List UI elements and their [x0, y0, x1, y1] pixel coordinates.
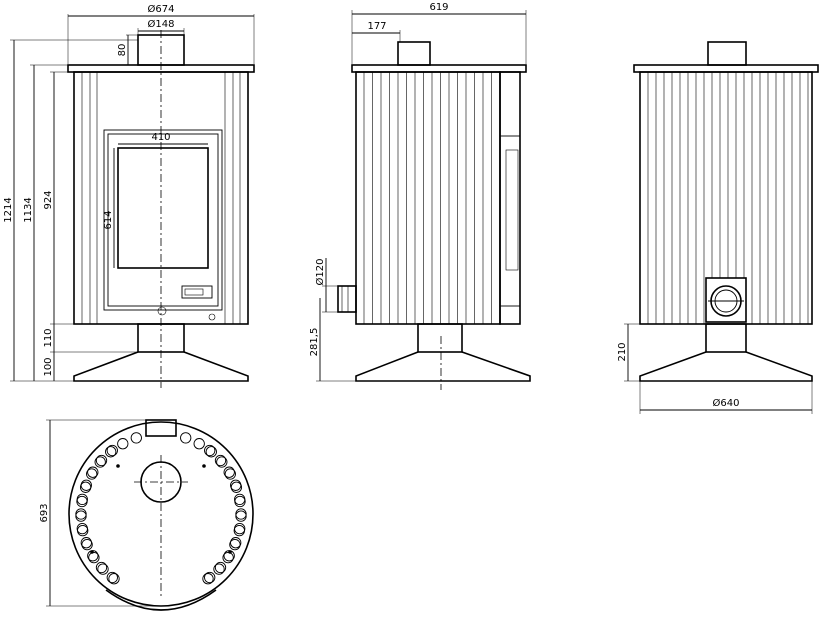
- dim-body-height: 1134: [23, 197, 34, 222]
- dim-side-depth: 619: [429, 2, 448, 13]
- front-glass-window: [117, 147, 209, 269]
- dim-total-height: 1214: [3, 197, 14, 222]
- dim-base-top: 110: [43, 328, 54, 347]
- front-view: Ø674 Ø148 80 410 614 1214 1134 924 110: [3, 3, 255, 388]
- front-pedestal-base: [73, 351, 249, 382]
- dim-flue-offset: 177: [367, 21, 386, 32]
- side-pedestal-base: [355, 351, 531, 382]
- plan-base-arc: [105, 589, 217, 611]
- dim-back-base-height: 210: [617, 342, 628, 361]
- plan-view: 693: [39, 419, 254, 611]
- front-logo-icon: [157, 306, 167, 316]
- side-door-profile: [499, 71, 521, 325]
- dim-top-width: Ø674: [148, 3, 175, 15]
- front-door-inner: [107, 133, 219, 307]
- dim-flue-height: 80: [117, 44, 128, 57]
- side-view: 619 177 Ø120 281,5: [309, 2, 531, 390]
- side-rear-outlet: [337, 285, 357, 313]
- side-flue: [397, 41, 431, 66]
- dim-window-height: 614: [103, 210, 114, 229]
- dim-base-bottom: 100: [43, 357, 54, 376]
- dim-plan-depth: 693: [39, 503, 50, 522]
- side-ribs: [363, 72, 492, 324]
- back-top-plate: [633, 64, 819, 73]
- back-ribs: [647, 72, 809, 324]
- front-knob-icon: [208, 313, 216, 321]
- front-side-ribs: [81, 72, 241, 324]
- dim-back-base-diameter: Ø640: [713, 397, 740, 409]
- dim-flue-diameter: Ø148: [148, 18, 175, 30]
- dim-rear-outlet-height: 281,5: [309, 328, 320, 357]
- plan-outlet-tab: [145, 419, 177, 437]
- back-pedestal-base: [639, 351, 813, 382]
- back-flue: [707, 41, 747, 66]
- front-air-control: [181, 285, 213, 299]
- back-pedestal-neck: [705, 323, 747, 353]
- plan-perforation-holes: [75, 432, 247, 585]
- side-pedestal-neck: [417, 323, 463, 353]
- back-view: 210 Ø640: [617, 41, 819, 414]
- front-door: [103, 129, 223, 311]
- back-outlet-frame: [705, 277, 747, 323]
- dim-rear-outlet-diameter: Ø120: [314, 259, 326, 286]
- dim-door-height: 924: [43, 190, 54, 209]
- dim-window-width: 410: [151, 132, 170, 143]
- side-top-plate: [351, 64, 527, 73]
- side-body: [355, 71, 501, 325]
